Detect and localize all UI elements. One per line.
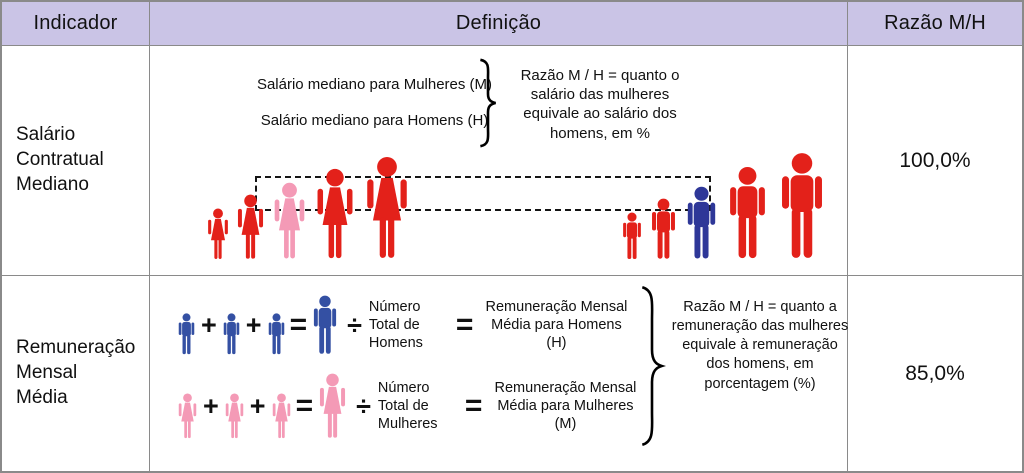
row1-indicator-cell: Salário Contratual Mediano <box>2 46 150 276</box>
equals-operator: = <box>295 389 314 422</box>
male-figure-icon <box>620 212 644 260</box>
women-result-label: Remuneração Mensal Média para Mulheres (… <box>494 379 637 433</box>
male-figure-icon <box>648 198 679 260</box>
equals-operator: = <box>464 389 483 422</box>
header-cell-definition: Definição <box>150 2 848 46</box>
equals-operator: = <box>289 308 308 341</box>
women-average-formula: + + = ÷ Número Total de Mulheres = Remun… <box>176 370 641 442</box>
row2-definition-cell: + + = ÷ Número Total de Homens = Remuner… <box>150 276 848 471</box>
header-indicator-label: Indicador <box>33 12 118 34</box>
female-figure-icon <box>270 393 293 439</box>
female-figure-icon <box>223 393 246 439</box>
female-figure-icon <box>312 168 358 260</box>
row2-indicator-label: Remuneração Mensal Média <box>16 337 136 408</box>
row2-ratio-value: 85,0% <box>905 361 965 385</box>
male-figure-icon <box>266 313 287 355</box>
header-cell-indicator: Indicador <box>2 2 150 46</box>
row1-indicator-label: Salário Contratual Mediano <box>16 124 104 195</box>
female-figure-icon <box>205 208 231 260</box>
female-figure-large-icon <box>316 373 349 439</box>
plus-operator: + <box>245 309 262 340</box>
header-ratio-label: Razão M/H <box>884 12 986 34</box>
male-median-figure-icon <box>683 186 720 260</box>
row1-ratio-cell: 100,0% <box>848 46 1022 276</box>
men-average-formula: + + = ÷ Número Total de Homens = Remuner… <box>176 292 632 358</box>
row2-explanation: Razão M / H = quanto a remuneração das m… <box>671 299 849 392</box>
women-total-label: Número Total de Mulheres <box>377 379 438 433</box>
divide-operator: ÷ <box>356 390 371 421</box>
men-sum-icons: + + = <box>176 295 340 355</box>
divide-operator: ÷ <box>347 309 362 340</box>
female-median-figure-icon <box>270 182 309 260</box>
female-figure-icon <box>361 156 413 260</box>
women-sum-icons: + + = <box>176 373 349 439</box>
row1-salary-labels: Salário mediano para Mulheres (M) Salári… <box>222 76 527 129</box>
plus-operator: + <box>249 390 266 421</box>
men-sorted-group <box>620 152 829 260</box>
male-figure-icon <box>775 152 829 260</box>
women-sorted-group <box>205 156 413 260</box>
row2-ratio-cell: 85,0% <box>848 276 1022 471</box>
plus-operator: + <box>201 309 217 340</box>
row1-definition-cell: Salário mediano para Mulheres (M) Salári… <box>150 46 848 276</box>
header-cell-ratio: Razão M/H <box>848 2 1022 46</box>
row2-indicator-cell: Remuneração Mensal Média <box>2 276 150 471</box>
female-figure-icon <box>176 393 199 439</box>
row1-explanation: Razão M / H = quanto o salário das mulhe… <box>520 67 680 142</box>
row1-people-diagram <box>150 46 847 275</box>
male-figure-icon <box>176 313 197 355</box>
row1-ratio-value: 100,0% <box>899 148 971 172</box>
median-link-dashed-box <box>255 176 711 211</box>
male-figure-icon <box>221 313 242 355</box>
curly-brace-icon <box>638 284 666 448</box>
men-total-label: Número Total de Homens <box>368 298 423 352</box>
male-figure-icon <box>724 166 771 260</box>
equals-operator: = <box>455 308 474 341</box>
row1-men-salary-label: Salário mediano para Homens (H) <box>260 112 489 129</box>
male-figure-large-icon <box>310 295 340 355</box>
plus-operator: + <box>203 390 219 421</box>
row1-women-salary-label: Salário mediano para Mulheres (M) <box>256 76 493 93</box>
female-figure-icon <box>234 194 267 260</box>
header-definition-label: Definição <box>455 12 542 34</box>
men-result-label: Remuneração Mensal Média para Homens (H) <box>485 298 628 352</box>
